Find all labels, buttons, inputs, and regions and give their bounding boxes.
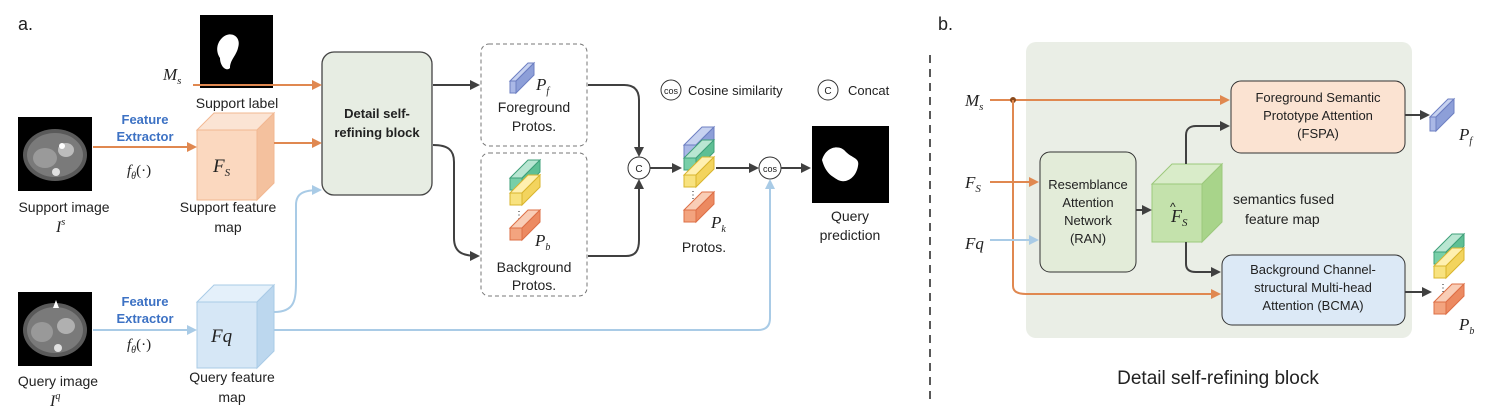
arrow-foreground-to-concat [588,84,644,157]
query-prediction-image [812,126,889,203]
concat-legend-icon-text: C [824,86,831,97]
support-feature-map-caption-2: map [214,219,241,235]
cos-legend-icon [660,79,682,101]
detail-self-refining-block [321,51,433,196]
query-feature-map-caption-2: map [218,389,245,405]
background-protos-caption-1: Background [497,259,572,275]
concat-node-text: C [635,164,642,175]
arrow-fused-to-fspa [1185,121,1230,164]
bcma-box [1221,254,1406,326]
background-protos-box [480,152,588,297]
detail-block-label-2: refining block [334,125,420,140]
ran-label-3: Network [1064,213,1112,228]
query-feature-map-caption-1: Query feature [189,369,275,385]
f-theta-query: fθ(·) [127,337,151,356]
feature-extractor-query-label-2: Extractor [116,311,173,326]
fs-hat-caret: ^ [1170,200,1176,214]
support-image-symbol: Is [55,217,65,236]
foreground-protos-caption-2: Protos. [512,118,556,134]
bcma-label-3: Attention (BCMA) [1262,298,1363,313]
foreground-prototype-output [1428,97,1456,133]
ran-label-2: Attention [1062,195,1113,210]
semantics-fused-label-1: semantics fused [1233,191,1334,207]
panel-b-label: b. [938,14,953,34]
feature-extractor-label-1: Feature [122,112,169,127]
svg-text:⋮: ⋮ [1438,283,1448,294]
support-image-caption: Support image [18,199,109,215]
ran-label-4: (RAN) [1070,231,1106,246]
panel-a-label: a. [18,14,33,34]
support-label-image [200,15,273,88]
bcma-label-1: Background Channel- [1250,262,1376,277]
pb-symbol-a: Pb [534,231,550,253]
arrow-background-to-concat [588,179,644,257]
svg-text:⋮: ⋮ [688,190,698,201]
pk-symbol: Pk [710,213,726,235]
protos-caption: Protos. [682,239,726,255]
background-prototype-output: ⋮ [1432,232,1466,316]
fq-cube-label: Fq [210,326,233,347]
feature-extractor-query-label-1: Feature [122,294,169,309]
feature-extractor-label-2: Extractor [116,129,173,144]
pb-symbol-b: Pb [1458,315,1474,337]
support-feature-cube [195,111,276,202]
fq-input-b: Fq [964,234,984,253]
combined-prototype-stack: ⋮ [682,125,716,224]
foreground-protos-box [480,43,588,147]
query-image-symbol: Iq [49,391,60,410]
detail-block-label-1: Detail self- [344,106,410,121]
cos-node-text: cos [763,164,778,174]
concat-legend: Concat [848,83,890,98]
background-protos-caption-2: Protos. [512,277,556,293]
panel-b-title: Detail self-refining block [1117,368,1319,389]
query-feature-cube [195,283,276,370]
fs-cube-label: FS [212,156,231,179]
cosine-similarity-legend: Cosine similarity [688,83,783,98]
fspa-box [1230,80,1406,154]
f-theta-support: fθ(·) [127,163,151,182]
pf-symbol-a: Pf [535,75,550,97]
arrow-block-to-background [432,144,480,261]
fs-hat-label: FS [1170,206,1188,229]
arrow-ms-to-bcma [1012,100,1221,299]
ran-box [1039,151,1137,273]
foreground-protos-caption-1: Foreground [498,99,570,115]
semantics-fused-label-2: feature map [1245,211,1320,227]
svg-text:⋮: ⋮ [514,210,524,221]
fspa-label-1: Foreground Semantic [1255,90,1381,105]
ran-label-1: Resemblance [1048,177,1128,192]
support-image [18,117,92,191]
fspa-label-2: Prototype Attention [1263,108,1373,123]
ms-input-b: Ms [964,91,983,113]
bcma-label-2: structural Multi-head [1254,280,1372,295]
fs-input-b: FS [964,173,981,195]
concat-legend-icon [817,79,839,101]
query-prediction-caption-1: Query [831,208,869,224]
query-image [18,292,92,366]
query-image-caption: Query image [18,373,98,389]
arrow-fq-to-cos [274,179,775,331]
support-feature-map-caption-1: Support feature [180,199,277,215]
fused-feature-cube [1150,162,1224,244]
cos-legend-icon-text: cos [664,86,679,96]
support-label-caption: Support label [196,95,279,111]
foreground-prototype-bar [508,61,536,95]
query-prediction-caption-2: prediction [820,227,881,243]
background-prototype-stack: ⋮ [508,158,542,242]
fspa-label-3: (FSPA) [1297,126,1339,141]
pf-symbol-b: Pf [1458,125,1473,147]
ms-symbol: Ms [162,65,181,87]
arrow-fused-to-bcma [1185,242,1221,277]
arrow-fq-to-block [273,185,322,313]
